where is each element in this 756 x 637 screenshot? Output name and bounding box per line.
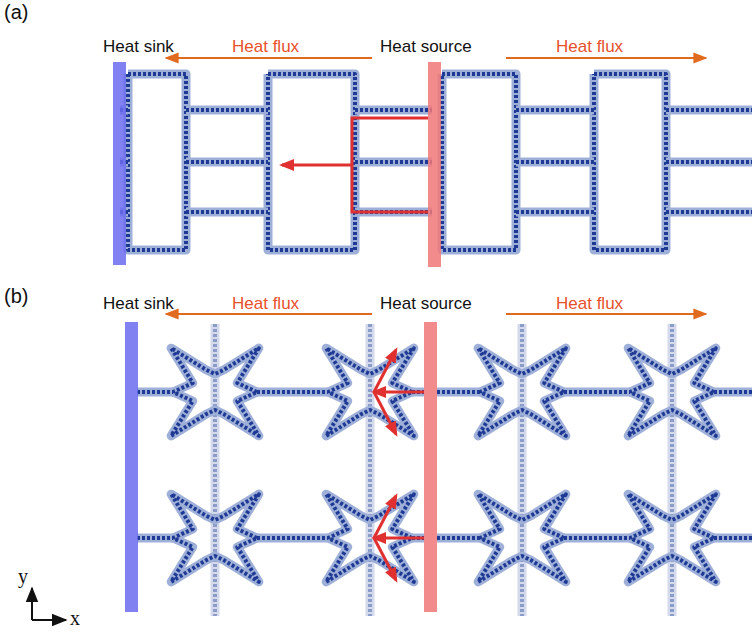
- connecting-strut: [137, 392, 173, 393]
- star-strut: [171, 494, 259, 582]
- source-label: Heat source: [380, 37, 472, 57]
- heat-path-arrow: [352, 118, 428, 212]
- axis-arrow: [32, 619, 66, 621]
- heat-source-band: [424, 322, 437, 612]
- flux-label: Heat flux: [232, 294, 299, 314]
- connecting-strut: [257, 538, 328, 539]
- flux-label: Heat flux: [556, 37, 623, 57]
- axis-label: x: [70, 608, 80, 628]
- star-strut: [478, 348, 566, 436]
- axis-arrow: [31, 588, 33, 620]
- connecting-strut: [516, 162, 594, 163]
- frame-strut: [442, 74, 516, 250]
- panel-label: (b): [4, 286, 28, 306]
- flux-label: Heat flux: [232, 37, 299, 57]
- flux-label: Heat flux: [556, 294, 623, 314]
- heat-path-arrow: [374, 391, 424, 394]
- connecting-strut: [437, 392, 480, 393]
- star-strut: [628, 494, 716, 582]
- heat-flux-arrow: [166, 313, 372, 315]
- connecting-strut: [666, 212, 752, 213]
- star-strut: [628, 348, 716, 436]
- connecting-strut: [714, 392, 752, 393]
- heat-source-band: [428, 62, 441, 267]
- frame-strut: [128, 74, 186, 250]
- connecting-strut: [564, 392, 630, 393]
- connecting-strut: [516, 212, 594, 213]
- vertical-strut: [370, 324, 371, 616]
- connecting-strut: [437, 538, 480, 539]
- vertical-strut: [672, 324, 673, 616]
- vertical-strut: [522, 324, 523, 616]
- connecting-strut: [355, 110, 432, 111]
- star-strut: [478, 494, 566, 582]
- connecting-strut: [186, 110, 268, 111]
- connecting-strut: [355, 162, 432, 163]
- heat-flux-arrow: [506, 57, 706, 59]
- connecting-strut: [714, 538, 752, 539]
- connecting-strut: [137, 538, 173, 539]
- heat-flux-arrow: [506, 313, 706, 315]
- connecting-strut: [564, 538, 630, 539]
- connecting-strut: [257, 392, 328, 393]
- frame-strut: [594, 74, 666, 250]
- vertical-strut: [215, 324, 216, 616]
- heat-flux-arrow: [166, 57, 372, 59]
- connecting-strut: [186, 162, 268, 163]
- heat-sink-band: [113, 62, 126, 265]
- connecting-strut: [516, 110, 594, 111]
- sink-label: Heat sink: [103, 37, 174, 57]
- heat-path-arrow: [282, 164, 352, 167]
- axis-label: y: [18, 566, 28, 586]
- sink-label: Heat sink: [103, 294, 174, 314]
- source-label: Heat source: [380, 294, 472, 314]
- heat-sink-band: [125, 322, 138, 612]
- heat-path-arrow: [374, 537, 424, 540]
- panel-label: (a): [4, 2, 28, 22]
- connecting-strut: [186, 212, 268, 213]
- heat-path-arrow: [374, 392, 396, 434]
- heat-path-arrow: [374, 496, 396, 538]
- star-strut: [171, 348, 259, 436]
- connecting-strut: [666, 162, 752, 163]
- heat-path-arrow: [374, 350, 396, 392]
- connecting-strut: [666, 110, 752, 111]
- heat-path-arrow: [374, 538, 396, 580]
- frame-strut: [268, 74, 355, 250]
